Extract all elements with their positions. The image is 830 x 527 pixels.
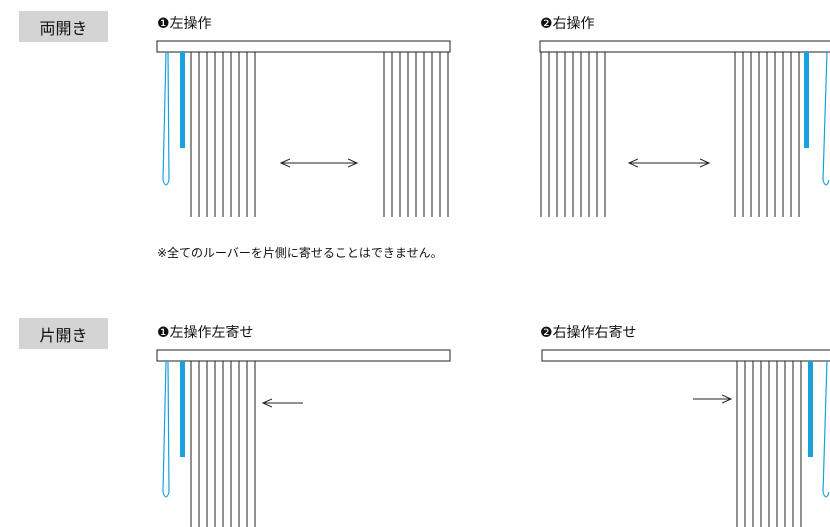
title-text: 右操作 — [552, 16, 595, 32]
diagram-left-operation — [156, 40, 451, 217]
diagram-left-operation-left-gather — [156, 349, 451, 527]
louver-group-right — [383, 52, 449, 217]
louver-group — [190, 361, 256, 527]
control-wand — [808, 361, 813, 457]
section-label-double-open: 両開き — [19, 11, 108, 42]
title-text: 左操作 — [169, 16, 212, 32]
control-wand — [180, 361, 185, 457]
marker-2: ❷ — [540, 16, 553, 32]
marker-2: ❷ — [540, 325, 553, 341]
title-left-operation: ❶左操作 — [157, 13, 212, 33]
pull-cord — [162, 360, 170, 498]
head-rail — [156, 349, 451, 362]
head-rail — [541, 349, 830, 362]
title-right-operation-right-gather: ❷右操作右寄せ — [540, 322, 637, 342]
title-text: 左操作左寄せ — [169, 325, 254, 341]
note-text: ※全てのルーバーを片側に寄せることはできません。 — [157, 246, 443, 260]
control-wand — [180, 52, 185, 148]
diagram-right-operation — [539, 40, 830, 217]
title-left-operation-left-gather: ❶左操作左寄せ — [157, 322, 254, 342]
pull-cord — [822, 51, 830, 186]
louver-group — [736, 361, 802, 527]
pull-cord — [162, 51, 170, 186]
louver-group-right — [734, 52, 800, 217]
louver-group-left — [190, 52, 256, 217]
head-rail — [156, 40, 451, 53]
head-rail — [539, 40, 830, 53]
section-label-single-open: 片開き — [19, 318, 108, 349]
marker-1: ❶ — [157, 325, 170, 341]
marker-1: ❶ — [157, 16, 170, 32]
louver-group-left — [540, 52, 606, 217]
title-right-operation: ❷右操作 — [540, 13, 595, 33]
diagram-right-operation-right-gather — [541, 349, 830, 527]
pull-cord — [822, 360, 830, 498]
title-text: 右操作右寄せ — [552, 325, 637, 341]
control-wand — [804, 52, 809, 148]
